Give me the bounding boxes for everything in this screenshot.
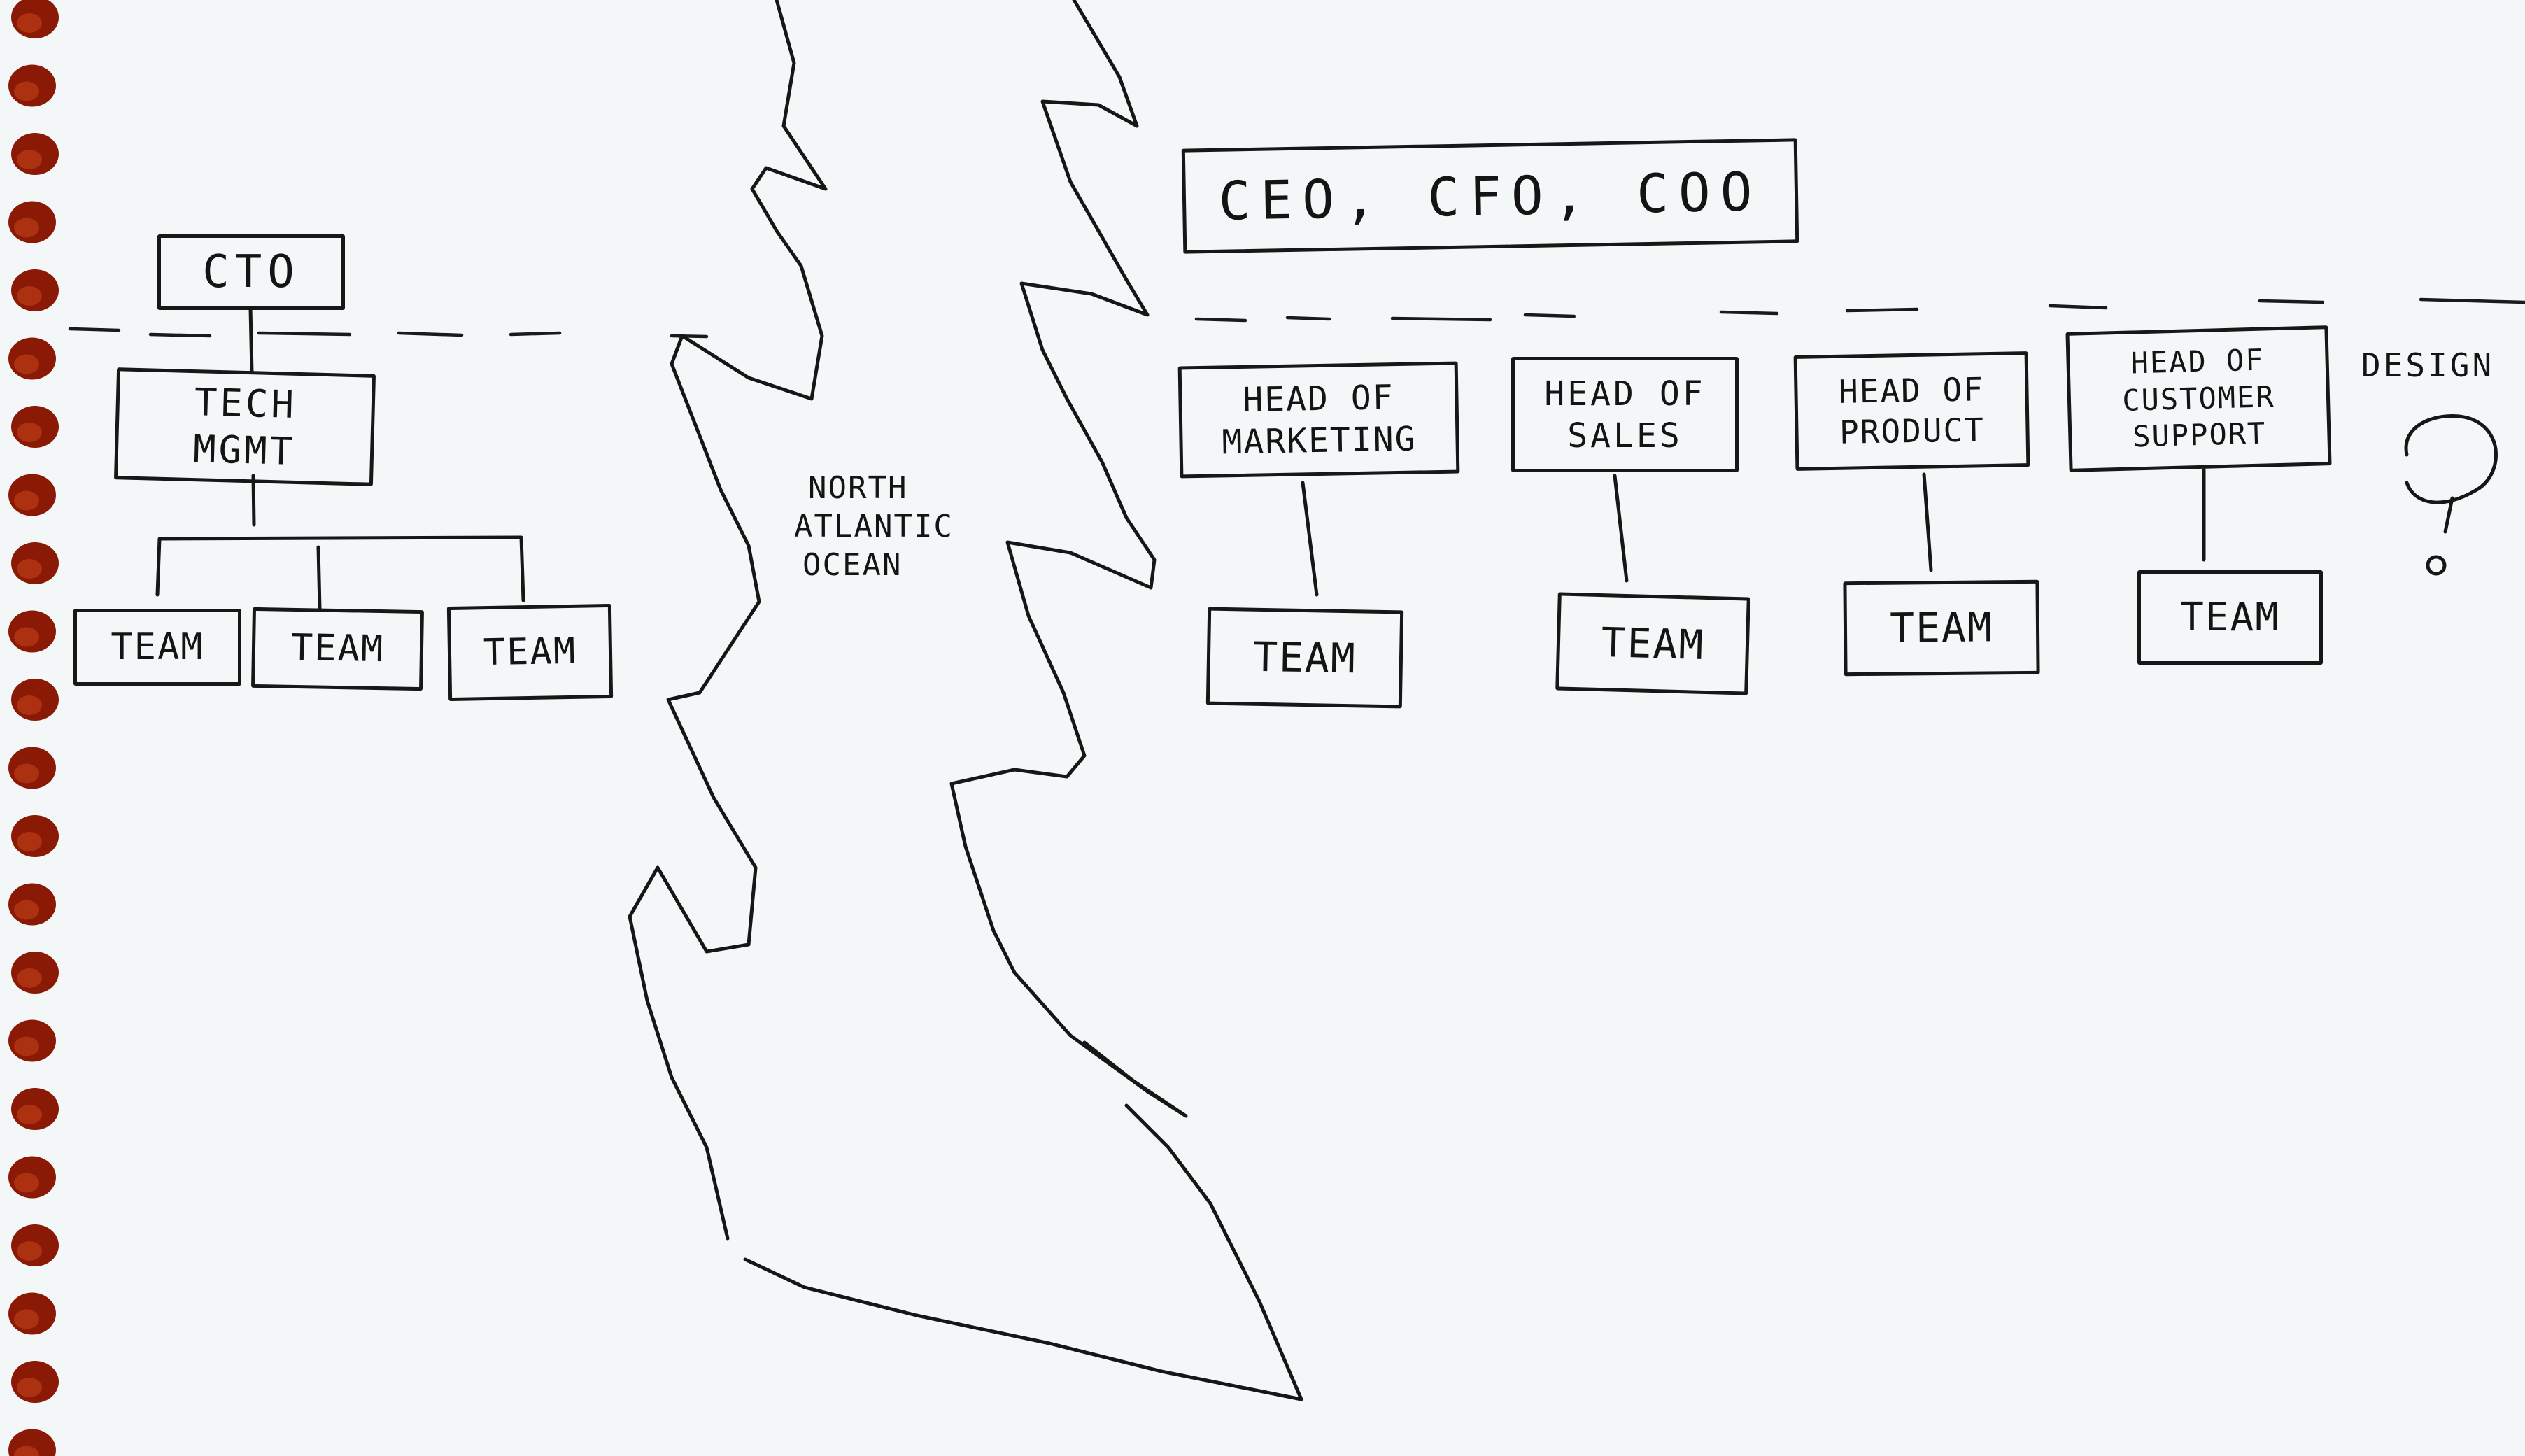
executive-box: CEO, CFO, COO <box>1181 138 1799 254</box>
tech-team-box: TEAM <box>73 609 241 686</box>
head-line-2: PRODUCT <box>1839 410 1986 451</box>
cto-to-techmgmt-connector <box>248 306 254 374</box>
head-line-1: HEAD OF <box>1242 378 1395 420</box>
head-line-2: MARKETING <box>1222 419 1417 462</box>
tech-team-label: TEAM <box>290 626 385 671</box>
ocean-left-coastline <box>628 0 828 1241</box>
techmgmt-to-teams-connector <box>155 474 525 611</box>
executive-label: CEO, CFO, COO <box>1217 160 1763 232</box>
head-of-marketing-box: HEAD OF MARKETING <box>1177 361 1460 479</box>
head-line-2: CUSTOMER <box>2121 379 2276 418</box>
dashed-separator-line <box>68 297 2525 339</box>
head-line-1: HEAD OF <box>1544 374 1706 414</box>
head-of-product-box: HEAD OF PRODUCT <box>1793 351 2030 471</box>
binding-hole-highlight <box>14 490 39 511</box>
ocean-label: NORTH ATLANTIC OCEAN <box>794 469 954 584</box>
design-question-mark <box>2404 414 2498 534</box>
sales-connector <box>1613 474 1629 583</box>
tech-team-label: TEAM <box>483 630 577 674</box>
question-mark-dot <box>2426 555 2447 576</box>
binding-hole-highlight <box>17 832 42 851</box>
tech-mgmt-line-1: TECH <box>194 379 297 427</box>
product-connector <box>1922 472 1933 572</box>
head-line-1: HEAD OF <box>2130 342 2265 381</box>
binding-hole-highlight <box>14 81 39 101</box>
binding-hole-highlight <box>17 13 42 33</box>
sales-team-box: TEAM <box>1555 592 1750 695</box>
cto-label: CTO <box>202 246 300 298</box>
support-team-box: TEAM <box>2137 570 2323 665</box>
binding-hole-highlight <box>17 695 42 715</box>
tech-team-box: TEAM <box>446 603 614 702</box>
binding-hole-highlight <box>14 1173 39 1193</box>
binding-hole-highlight <box>14 1036 39 1056</box>
head-line-2: SALES <box>1567 416 1683 455</box>
tech-mgmt-line-2: MGMT <box>192 427 296 474</box>
binding-hole-highlight <box>17 423 42 442</box>
binding-hole-highlight <box>17 1241 42 1261</box>
binding-hole-highlight <box>17 286 42 306</box>
tech-team-label: TEAM <box>111 625 204 668</box>
binding-hole-highlight <box>17 1378 42 1397</box>
binding-hole-highlight <box>14 1309 39 1329</box>
tech-mgmt-box: TECH MGMT <box>113 367 376 486</box>
cto-box: CTO <box>157 234 345 310</box>
marketing-connector <box>1301 481 1319 597</box>
ocean-south-coastline <box>743 1103 1303 1401</box>
marketing-team-box: TEAM <box>1205 607 1404 709</box>
head-line-1: HEAD OF <box>1838 370 1985 411</box>
design-label: DESIGN <box>2361 346 2495 384</box>
binding-hole-highlight <box>14 763 39 784</box>
head-line-3: SUPPORT <box>2132 416 2267 454</box>
head-of-customer-support-box: HEAD OF CUSTOMER SUPPORT <box>2065 325 2332 472</box>
product-team-box: TEAM <box>1843 579 2040 677</box>
tech-team-box: TEAM <box>251 607 424 691</box>
binding-hole-highlight <box>14 218 39 238</box>
binding-hole-highlight <box>17 968 42 988</box>
head-of-sales-box: HEAD OF SALES <box>1511 357 1739 472</box>
sales-team-label: TEAM <box>1600 618 1706 669</box>
ocean-line-1: NORTH <box>808 470 908 506</box>
spiral-binding <box>8 0 59 1456</box>
binding-hole-highlight <box>17 1105 42 1124</box>
binding-hole-highlight <box>14 627 39 647</box>
binding-hole-highlight <box>17 150 42 169</box>
ocean-line-2: ATLANTIC <box>794 509 954 544</box>
binding-hole-highlight <box>14 1446 39 1456</box>
ocean-right-coastline <box>949 0 1188 1118</box>
product-team-label: TEAM <box>1889 603 1994 652</box>
binding-hole-highlight <box>17 559 42 579</box>
binding-hole-highlight <box>14 900 39 920</box>
support-team-label: TEAM <box>2180 594 2280 640</box>
marketing-team-label: TEAM <box>1252 632 1357 683</box>
ocean-line-3: OCEAN <box>802 547 903 583</box>
binding-hole-highlight <box>14 354 39 374</box>
